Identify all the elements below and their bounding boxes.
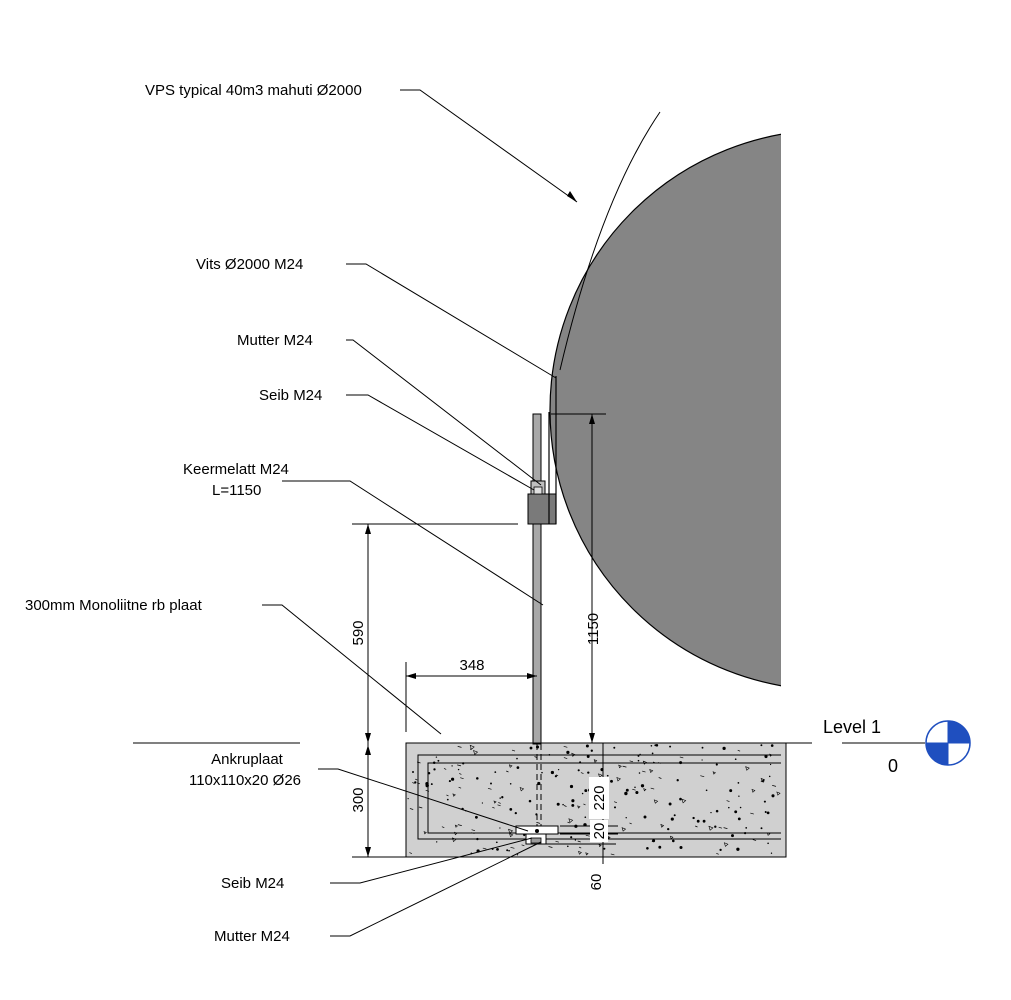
anchor-plate [515, 825, 559, 845]
tank-shape [549, 111, 781, 687]
label-tank: VPS typical 40m3 mahuti Ø2000 [145, 82, 362, 99]
svg-text:300: 300 [350, 787, 367, 812]
threaded-rod [532, 413, 542, 832]
tank-bracket [527, 376, 557, 525]
leader-lines [262, 89, 578, 937]
label-anchor-line2: 110x110x20 Ø26 [189, 772, 301, 789]
dimension-300: 300 [350, 743, 406, 858]
level-elevation: 0 [888, 756, 898, 776]
label-washer-bottom: Seib M24 [221, 875, 284, 892]
label-nut-bottom: Mutter M24 [214, 928, 290, 945]
label-washer-top: Seib M24 [259, 387, 322, 404]
label-slab: 300mm Monoliitne rb plaat [25, 597, 203, 614]
svg-text:590: 590 [350, 620, 367, 645]
dimension-20: 20 [560, 820, 618, 842]
svg-text:60: 60 [588, 874, 605, 891]
label-rod-line2: L=1150 [212, 482, 261, 499]
svg-text:1150: 1150 [585, 613, 602, 645]
dimension-590: 590 [350, 523, 518, 743]
dimension-348: 348 [405, 657, 537, 732]
svg-text:20: 20 [591, 823, 608, 840]
dimension-220: 220 [589, 743, 609, 857]
label-screw: Vits Ø2000 M24 [196, 256, 303, 273]
label-rod-line1: Keermelatt M24 [183, 461, 289, 478]
label-anchor-line1: Ankruplaat [211, 751, 284, 768]
dimension-1150: 1150 [551, 413, 606, 743]
level-name: Level 1 [823, 717, 881, 737]
label-nut-top: Mutter M24 [237, 332, 313, 349]
level-marker-icon [925, 720, 971, 766]
svg-text:348: 348 [459, 657, 484, 674]
dimension-60: 60 [546, 843, 616, 891]
svg-text:220: 220 [591, 785, 608, 810]
